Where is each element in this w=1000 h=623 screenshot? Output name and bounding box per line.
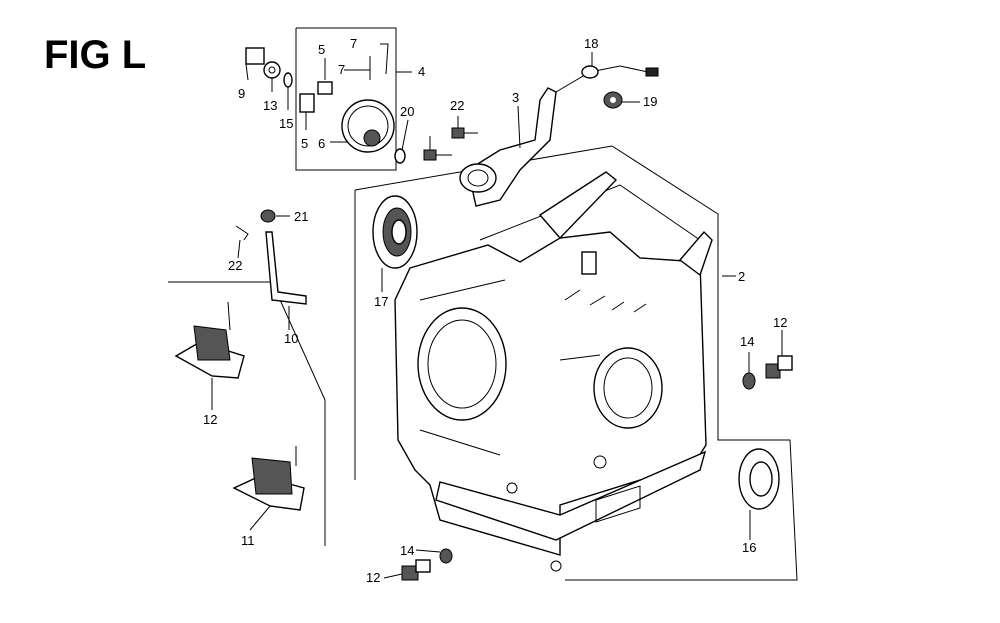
bearing-16-part bbox=[372, 195, 418, 269]
leader-lines bbox=[211, 52, 783, 579]
callout-5-lower: 5 bbox=[301, 136, 308, 151]
callout-14-bottom: 14 bbox=[400, 543, 414, 558]
callout-11: 12 bbox=[203, 412, 217, 427]
washer-20b-part bbox=[260, 209, 276, 223]
callout-5-upper: 5 bbox=[318, 42, 325, 57]
drain-bolt-12b-part bbox=[401, 559, 431, 581]
callout-13: 13 bbox=[263, 98, 277, 113]
callout-9: 10 bbox=[284, 331, 298, 346]
governor-group-bracket bbox=[295, 27, 397, 171]
callout-22-upper: 22 bbox=[450, 98, 464, 113]
callouts: 9 13 15 5 5 6 7 7 4 20 3 18 19 22 21 22 … bbox=[203, 36, 787, 585]
engine-mount-10-part bbox=[232, 446, 305, 511]
filler-tube-3-part bbox=[459, 87, 557, 207]
callout-3: 3 bbox=[512, 90, 519, 105]
engine-mount-11-part bbox=[174, 301, 245, 379]
crankcase-area-bracket bbox=[354, 145, 798, 581]
callout-12-right: 12 bbox=[773, 315, 787, 330]
bolt-8-part bbox=[245, 47, 265, 65]
callout-19: 19 bbox=[643, 94, 657, 109]
clip-15-part bbox=[283, 72, 293, 88]
callout-15: 15 bbox=[279, 116, 293, 131]
callout-4: 4 bbox=[418, 64, 425, 79]
drain-bolt-12a-part bbox=[765, 355, 793, 379]
washer-14a-part bbox=[742, 372, 756, 390]
governor-weight-5a-part bbox=[317, 81, 333, 95]
pin-7a-part bbox=[380, 43, 389, 75]
callout-7-upper: 7 bbox=[350, 36, 357, 51]
callout-18: 18 bbox=[584, 36, 598, 51]
callout-17: 16 bbox=[742, 540, 756, 555]
washer-20a-part bbox=[394, 148, 406, 164]
callout-20-upper: 20 bbox=[400, 104, 414, 119]
figure-title: FIG L bbox=[44, 33, 146, 77]
washer-13-part bbox=[263, 61, 281, 79]
bolt-22b-part bbox=[423, 149, 452, 161]
callout-6: 6 bbox=[318, 136, 325, 151]
governor-arm-9-part bbox=[265, 231, 307, 305]
governor-gear-6-part bbox=[341, 99, 395, 153]
bolt-22a-part bbox=[451, 127, 478, 139]
callout-10: 11 bbox=[241, 533, 255, 548]
callout-12-bottom: 12 bbox=[366, 570, 380, 585]
governor-weight-5b-part bbox=[299, 93, 315, 113]
bolt-21-part bbox=[235, 225, 249, 241]
callout-14-right: 14 bbox=[740, 334, 754, 349]
callout-21: 22 bbox=[228, 258, 242, 273]
callout-16: 17 bbox=[374, 294, 388, 309]
callout-8: 9 bbox=[238, 86, 245, 101]
breather-18-part bbox=[555, 65, 659, 93]
callout-2: 2 bbox=[738, 269, 745, 284]
mount-area-bracket bbox=[168, 281, 326, 546]
nut-19-part bbox=[603, 91, 623, 109]
callout-7-lower: 7 bbox=[338, 62, 345, 77]
washer-14b-part bbox=[439, 548, 453, 564]
crankcase-part bbox=[394, 171, 713, 572]
callout-20-lower: 21 bbox=[294, 209, 308, 224]
oil-seal-17-part bbox=[738, 448, 780, 510]
